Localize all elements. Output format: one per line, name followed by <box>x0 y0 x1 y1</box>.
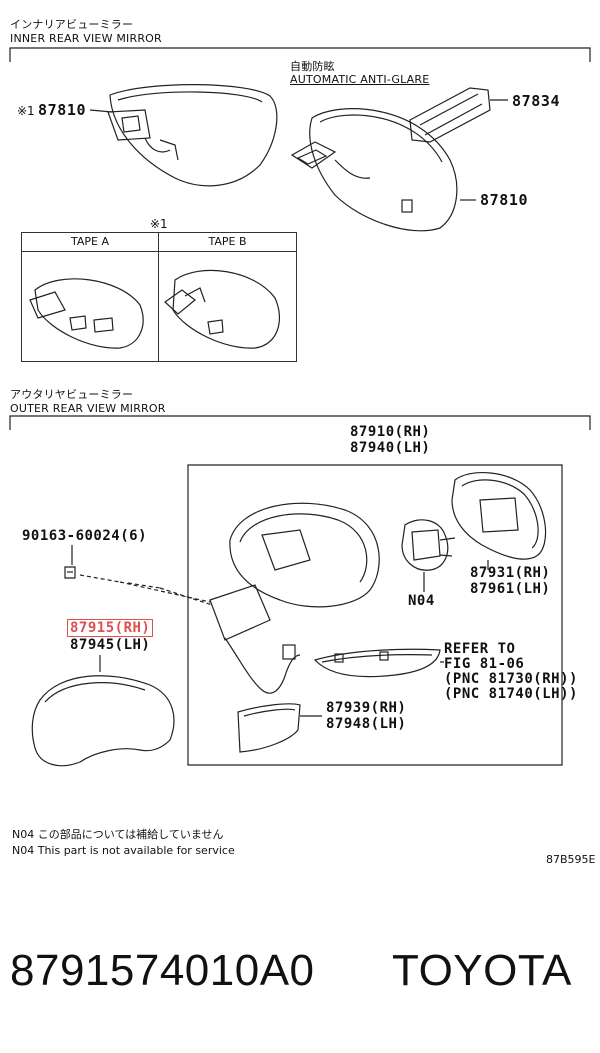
refer-line-3: (PNC 81730(RH)) <box>444 671 578 687</box>
part-87810-right[interactable]: 87810 <box>480 191 529 209</box>
tape-a-drawing <box>29 278 144 349</box>
part-87931-rh[interactable]: 87931(RH) <box>470 565 551 581</box>
note-mark-1: ※1 <box>17 104 35 118</box>
footer-part-number: 8791574010A0 <box>10 946 315 995</box>
inner-title-en: INNER REAR VIEW MIRROR <box>10 32 162 45</box>
outer-section-frame <box>9 415 591 430</box>
refer-line-1: REFER TO <box>444 641 516 657</box>
turn-lamp-drawing <box>313 648 441 678</box>
tape-b-drawing <box>164 269 280 349</box>
n04-label: N04 <box>408 593 435 609</box>
tape-divider <box>158 233 159 361</box>
inner-title-jp: インナリアビューミラー <box>10 18 134 31</box>
bracket-87834-drawing <box>409 87 491 143</box>
part-87810-left[interactable]: 87810 <box>38 101 87 119</box>
part-87948-lh[interactable]: 87948(LH) <box>326 716 407 732</box>
figure-code: 87B595E <box>546 853 596 866</box>
note-n04-en: N04 This part is not available for servi… <box>12 844 235 857</box>
inner-mirror-right-drawing <box>290 108 458 232</box>
tape-b-header: TAPE B <box>159 233 296 252</box>
tape-a-header: TAPE A <box>22 233 158 252</box>
part-87910-rh[interactable]: 87910(RH) <box>350 424 431 440</box>
mirror-glass-drawing <box>451 471 547 560</box>
part-87915-rh[interactable]: 87915(RH) <box>67 619 154 637</box>
mirror-housing-drawing <box>119 502 380 694</box>
part-87915-highlight[interactable]: 87915(RH) <box>67 619 154 637</box>
part-87940-lh[interactable]: 87940(LH) <box>350 440 431 456</box>
outer-title-jp: アウタリヤビューミラー <box>10 388 134 401</box>
screw-drawing <box>64 566 76 579</box>
inner-section-frame <box>9 47 591 62</box>
part-87834[interactable]: 87834 <box>512 92 561 110</box>
refer-line-4: (PNC 81740(LH)) <box>444 686 578 702</box>
assembly-box <box>187 464 563 766</box>
base-cover-drawing <box>237 703 301 753</box>
actuator-n04-drawing <box>401 519 456 571</box>
note-n04-jp: N04 この部品については補給していません <box>12 828 224 841</box>
inner-mirror-left-drawing <box>107 84 278 187</box>
mirror-cover-drawing <box>31 675 175 767</box>
part-screw[interactable]: 90163-60024(6) <box>22 528 148 544</box>
part-87961-lh[interactable]: 87961(LH) <box>470 581 551 597</box>
part-87945-lh[interactable]: 87945(LH) <box>70 637 151 653</box>
outer-title-en: OUTER REAR VIEW MIRROR <box>10 402 166 415</box>
anti-glare-jp: 自動防眩 <box>290 60 335 73</box>
anti-glare-en: AUTOMATIC ANTI-GLARE <box>290 73 430 86</box>
refer-line-2[interactable]: FIG 81-06 <box>444 656 525 672</box>
part-87939-rh[interactable]: 87939(RH) <box>326 700 407 716</box>
footer-brand: TOYOTA <box>392 946 572 995</box>
tape-table: TAPE A TAPE B <box>21 232 297 362</box>
tape-note-mark: ※1 <box>150 217 168 231</box>
